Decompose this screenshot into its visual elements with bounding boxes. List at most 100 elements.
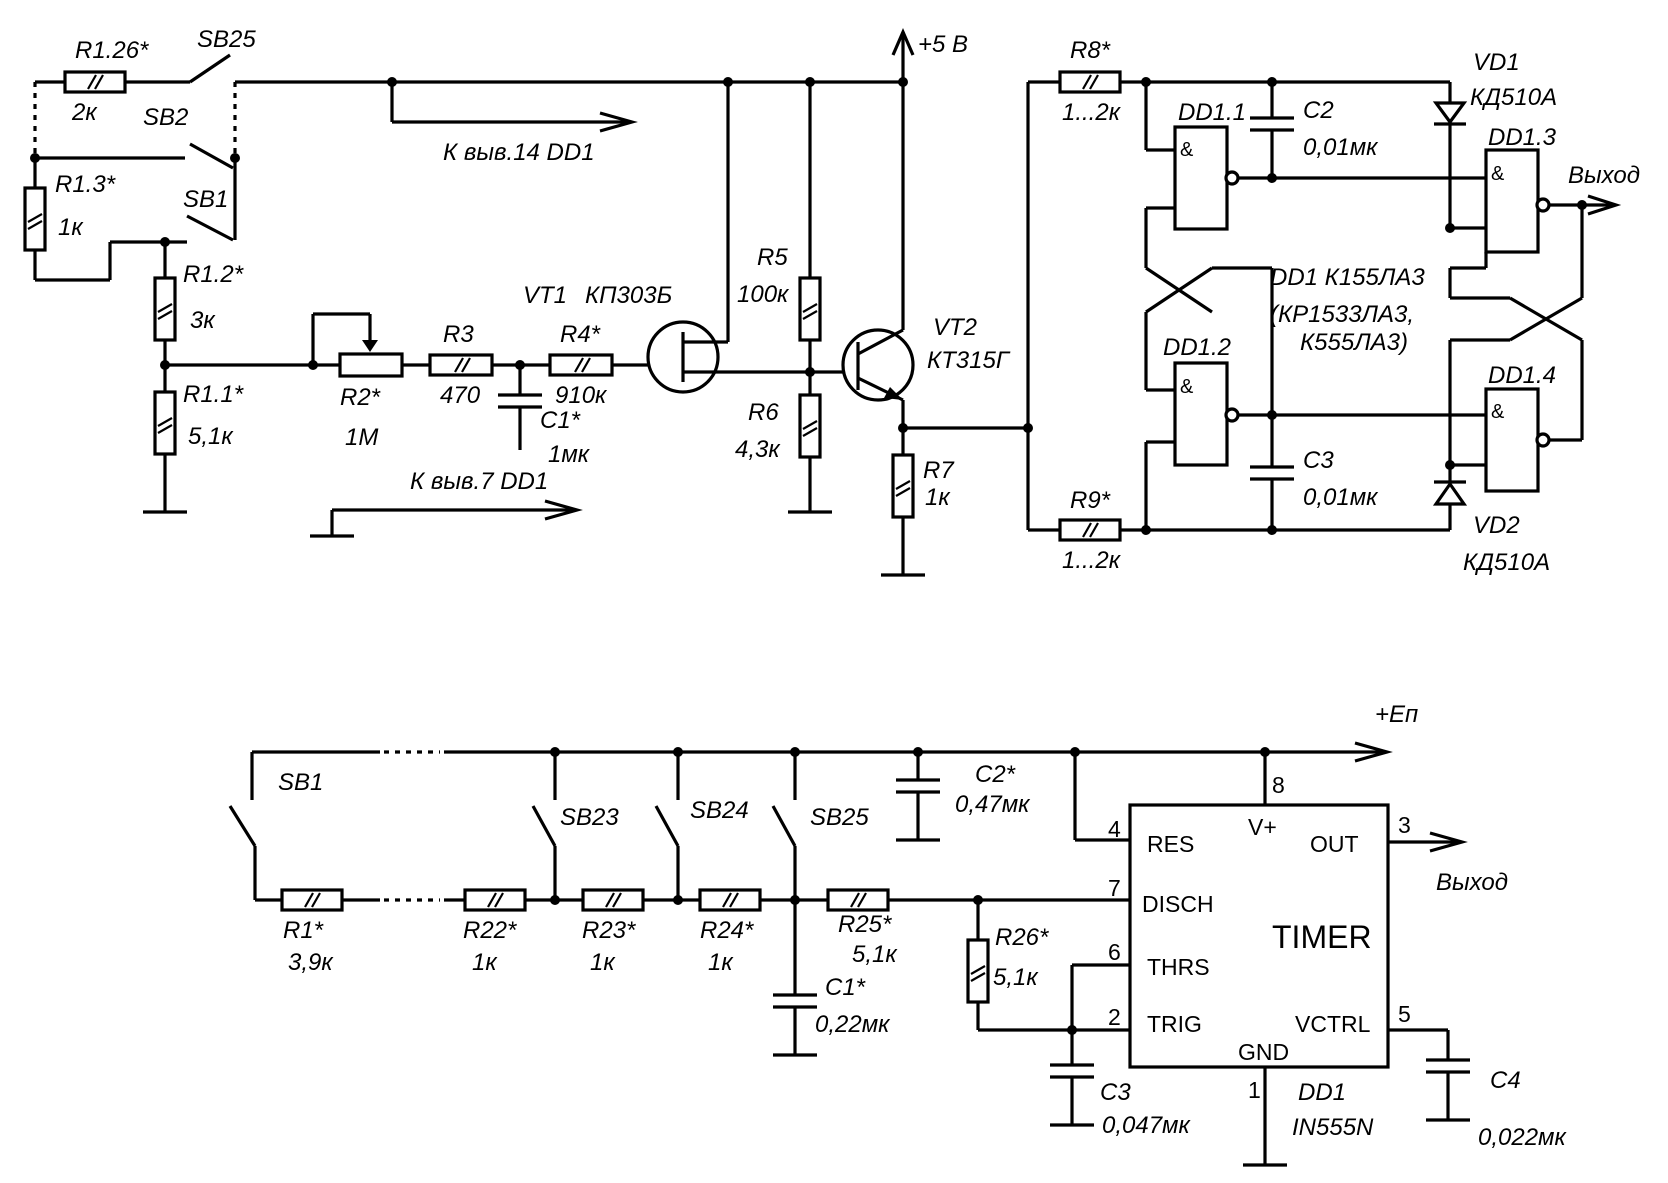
label-r5-val: 100к — [737, 281, 790, 308]
label-r26-val: 5,1к — [993, 964, 1039, 991]
pin-number-2: 2 — [1108, 1004, 1121, 1030]
switch-sb25-bottom — [771, 805, 797, 847]
label-output-top: Выход — [1568, 162, 1640, 189]
pin-number-3: 3 — [1398, 812, 1411, 838]
label-vd1: VD1 — [1473, 49, 1520, 76]
label-r5: R5 — [757, 244, 788, 271]
switch-sb1-bottom — [228, 805, 257, 847]
label-sb1-bottom: SB1 — [278, 769, 323, 796]
pin-label-out: OUT — [1310, 831, 1359, 857]
label-sb24: SB24 — [690, 797, 749, 824]
label-r25: R25* — [838, 911, 892, 938]
label-r1-bottom-val: 3,9к — [288, 949, 334, 976]
label-supply-ep: +Еп — [1375, 701, 1418, 728]
label-r1-1-val: 5,1к — [188, 423, 234, 450]
pin-number-7: 7 — [1108, 875, 1121, 901]
pin-label-trig: TRIG — [1147, 1011, 1202, 1037]
label-c3-top-val: 0,01мк — [1303, 484, 1379, 511]
top-circuit: R1.26* 2к SB25 SB2 SB1 R1.3* 1к R1.2* 3к… — [23, 26, 1640, 577]
label-c1-top: C1* — [540, 407, 581, 434]
label-c3-top: C3 — [1303, 447, 1334, 474]
label-r1-bottom: R1* — [283, 917, 324, 944]
label-r1-3: R1.3* — [55, 171, 116, 198]
label-ic-name: TIMER — [1272, 919, 1372, 955]
pin-label-disch: DISCH — [1142, 891, 1214, 917]
label-r4-val: 910к — [555, 382, 608, 409]
label-dd1-bottom: DD1 — [1298, 1079, 1346, 1106]
label-dd1-1: DD1.1 — [1178, 99, 1246, 126]
label-c1-bottom: C1* — [825, 974, 866, 1001]
switch-sb1-top — [186, 214, 234, 242]
label-r1-2: R1.2* — [183, 261, 244, 288]
switch-sb23 — [531, 805, 557, 847]
label-sb23: SB23 — [560, 804, 619, 831]
label-r26: R26* — [995, 924, 1049, 951]
label-vd2-val: КД510А — [1463, 549, 1550, 576]
label-amp-2: & — [1180, 376, 1194, 398]
label-c4: C4 — [1490, 1067, 1521, 1094]
label-supply-5v: +5 В — [918, 31, 968, 58]
switch-sb24 — [654, 805, 680, 847]
label-r6-val: 4,3к — [735, 436, 781, 463]
label-c4-val: 0,022мк — [1478, 1124, 1568, 1151]
switch-sb2-top — [189, 142, 234, 170]
label-vd2: VD2 — [1473, 512, 1520, 539]
label-ic-part: IN555N — [1292, 1114, 1374, 1141]
label-amp-3: & — [1491, 163, 1505, 185]
label-c2-bottom: C2* — [975, 761, 1016, 788]
ic-timer-555 — [1128, 803, 1390, 1069]
label-r4: R4* — [560, 321, 601, 348]
label-amp-1: & — [1180, 139, 1194, 161]
pin-label-vctrl: VCTRL — [1295, 1011, 1371, 1037]
label-c2-top: C2 — [1303, 97, 1334, 124]
pin-label-gnd: GND — [1238, 1039, 1289, 1065]
label-r7: R7 — [923, 457, 955, 484]
label-r1-1: R1.1* — [183, 381, 244, 408]
label-r22: R22* — [463, 917, 517, 944]
bottom-circuit: +Еп SB1 SB23 SB24 SB25 R1* 3,9к R22* 1к … — [228, 701, 1568, 1167]
label-r23: R23* — [582, 917, 636, 944]
label-r6: R6 — [748, 399, 779, 426]
label-r1-26: R1.26* — [75, 37, 149, 64]
label-pin14: К выв.14 DD1 — [443, 139, 595, 166]
label-sb1: SB1 — [183, 186, 228, 213]
label-c2-top-val: 0,01мк — [1303, 134, 1379, 161]
label-c3-bottom: C3 — [1100, 1079, 1131, 1106]
label-sb25-bottom: SB25 — [810, 804, 869, 831]
label-r24: R24* — [700, 917, 754, 944]
label-r9: R9* — [1070, 487, 1111, 514]
pin-number-8: 8 — [1272, 772, 1285, 798]
label-r1-26-val: 2к — [71, 99, 98, 126]
diode-vd2 — [1432, 481, 1468, 506]
label-r23-val: 1к — [590, 949, 616, 976]
label-dd1-3: DD1.3 — [1488, 124, 1557, 151]
label-dd1-line3: К555ЛА3) — [1300, 329, 1408, 356]
label-r2-val: 1М — [345, 424, 378, 451]
label-dd1-4: DD1.4 — [1488, 362, 1556, 389]
label-pin7: К выв.7 DD1 — [410, 468, 548, 495]
label-c2-bottom-val: 0,47мк — [955, 791, 1031, 818]
pin-label-res: RES — [1147, 831, 1194, 857]
pin-number-4: 4 — [1108, 816, 1121, 842]
gate-dd1-3 — [1484, 148, 1540, 254]
pin-number-5: 5 — [1398, 1001, 1411, 1027]
pin-label-vplus: V+ — [1248, 814, 1277, 840]
gate-dd1-4 — [1484, 387, 1540, 493]
transistor-vt2 — [841, 328, 915, 402]
label-sb25: SB25 — [197, 26, 256, 53]
label-amp-4: & — [1491, 401, 1505, 423]
label-r8: R8* — [1070, 37, 1111, 64]
switch-sb25-top — [189, 53, 231, 84]
label-r3-val: 470 — [440, 382, 481, 409]
label-r7-val: 1к — [925, 484, 951, 511]
label-vt1-val: КП303Б — [585, 282, 672, 309]
label-dd1-line2: (КР1533ЛА3, — [1270, 301, 1414, 328]
label-vt2-val: КТ315Г — [927, 347, 1011, 374]
label-vt1: VT1 — [523, 282, 567, 309]
label-dd1-line1: DD1 К155ЛА3 — [1270, 264, 1425, 291]
label-r8-val: 1...2к — [1062, 99, 1122, 126]
label-r25-val: 5,1к — [852, 941, 898, 968]
diode-vd1 — [1432, 101, 1468, 125]
pin-number-6: 6 — [1108, 939, 1121, 965]
